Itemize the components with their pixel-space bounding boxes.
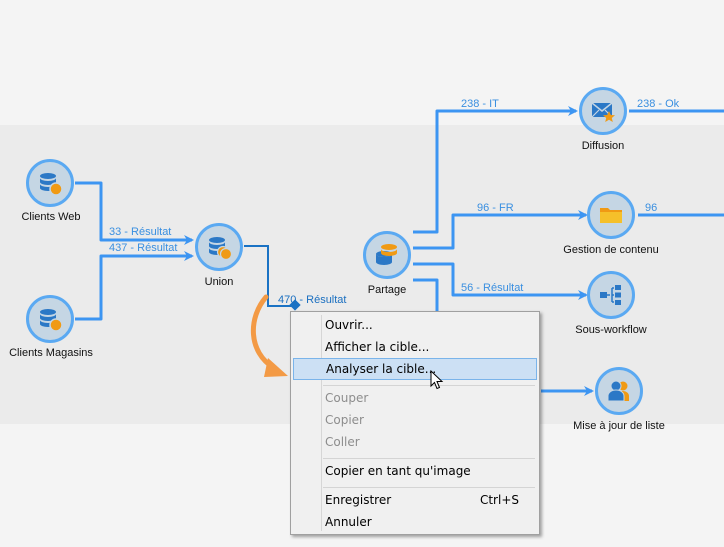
- selected-transition-handle[interactable]: [289, 299, 301, 311]
- activity-partage[interactable]: [363, 231, 411, 279]
- transition-partage-gestion[interactable]: [413, 210, 588, 250]
- activity-clients-web[interactable]: [26, 159, 74, 207]
- transition-label: 33 - Résultat: [109, 226, 172, 238]
- menu-item-annuler[interactable]: Annuler: [293, 511, 537, 533]
- activity-clients-magasins[interactable]: [26, 295, 74, 343]
- transition-label: 56 - Résultat: [461, 282, 524, 294]
- activity-label: Union: [204, 276, 234, 288]
- context-menu: Ouvrir... Afficher la cible... Analyser …: [290, 311, 540, 535]
- activity-label: Clients Magasins: [9, 347, 93, 359]
- activity-label: Clients Web: [21, 211, 81, 223]
- folder-icon: [600, 208, 622, 223]
- menu-item-analyser-la-cible[interactable]: Analyser la cible...: [293, 358, 537, 380]
- menu-item-afficher-la-cible[interactable]: Afficher la cible...: [293, 336, 537, 358]
- transition-label: 238 - IT: [461, 98, 499, 110]
- database-query-icon: [40, 309, 63, 332]
- activity-mise-a-jour-de-liste[interactable]: [595, 367, 643, 415]
- transition-label: 96: [645, 202, 658, 214]
- menu-item-copier-en-tant-qu-image[interactable]: Copier en tant qu'image: [293, 460, 537, 482]
- users-icon: [607, 380, 629, 402]
- menu-item-label: Annuler: [325, 515, 372, 529]
- menu-item-label: Coller: [325, 435, 360, 449]
- transition-union-partage-selected[interactable]: [244, 245, 296, 307]
- transition-partage-sous-workflow[interactable]: [413, 262, 588, 300]
- transition-clients-magasins-union[interactable]: [75, 251, 194, 321]
- transition-partage-diffusion[interactable]: [413, 106, 578, 234]
- menu-item-label: Analyser la cible...: [326, 362, 437, 376]
- database-union-icon: [209, 237, 233, 261]
- database-split-icon: [376, 244, 397, 265]
- transition-clients-web-union[interactable]: [75, 181, 194, 245]
- activity-sous-workflow[interactable]: [587, 271, 635, 319]
- transition-partage-mise-a-jour[interactable]: [413, 278, 439, 312]
- sub-workflow-icon: [600, 285, 621, 305]
- activity-label: Mise à jour de liste: [573, 420, 665, 432]
- menu-separator: [323, 458, 535, 459]
- activity-label: Gestion de contenu: [563, 244, 659, 256]
- menu-item-label: Couper: [325, 391, 369, 405]
- activity-label: Diffusion: [581, 140, 625, 152]
- transition-label: 437 - Résultat: [109, 242, 178, 254]
- menu-item-couper[interactable]: Couper: [293, 387, 537, 409]
- menu-separator: [323, 385, 535, 386]
- menu-item-label: Copier en tant qu'image: [325, 464, 471, 478]
- transition-label: 238 - Ok: [637, 98, 680, 110]
- menu-item-label: Copier: [325, 413, 364, 427]
- activity-label: Sous-workflow: [575, 324, 647, 336]
- menu-item-coller[interactable]: Coller: [293, 431, 537, 453]
- transition-label: 470 - Résultat: [278, 294, 347, 306]
- activity-diffusion[interactable]: [579, 87, 627, 135]
- menu-gutter: [321, 315, 322, 531]
- menu-item-label: Enregistrer: [325, 493, 392, 507]
- menu-item-enregistrer[interactable]: Enregistrer Ctrl+S: [293, 489, 537, 511]
- activity-gestion-de-contenu[interactable]: [587, 191, 635, 239]
- envelope-star-icon: [591, 102, 615, 122]
- database-query-icon: [40, 173, 63, 196]
- menu-item-ouvrir[interactable]: Ouvrir...: [293, 314, 537, 336]
- menu-item-label: Afficher la cible...: [325, 340, 430, 354]
- menu-item-label: Ouvrir...: [325, 318, 373, 332]
- mouse-cursor-icon: [430, 370, 444, 390]
- transition-label: 96 - FR: [477, 202, 514, 214]
- menu-item-copier[interactable]: Copier: [293, 409, 537, 431]
- activity-union[interactable]: [195, 223, 243, 271]
- menu-item-shortcut: Ctrl+S: [479, 493, 519, 507]
- activity-label: Partage: [367, 284, 407, 296]
- menu-separator: [323, 487, 535, 488]
